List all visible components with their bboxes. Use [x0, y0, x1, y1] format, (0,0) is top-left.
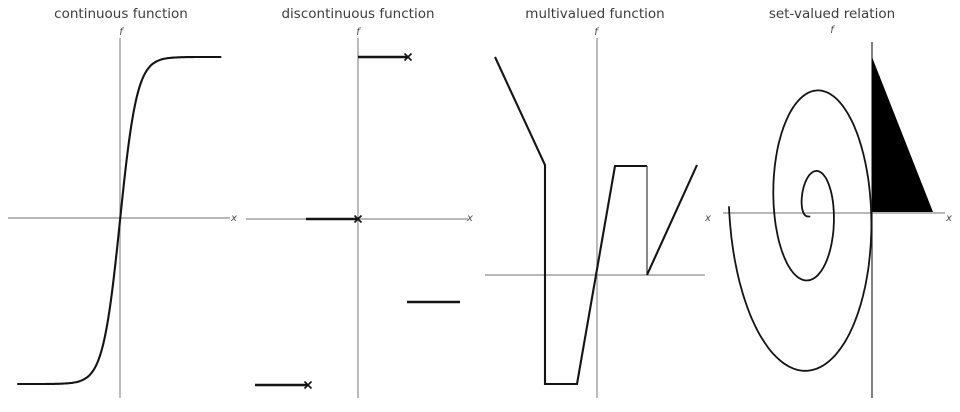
multivalued-branch-2	[646, 164, 698, 276]
panel-title-discontinuous: discontinuous function	[281, 6, 435, 22]
multivalued-branch-0	[494, 56, 647, 386]
y-axis-label-discontinuous: f	[356, 27, 360, 38]
x-axis-label-continuous: x	[231, 213, 237, 224]
excluded-endpoint-marker-1	[353, 214, 363, 224]
filled-triangle-region	[872, 57, 933, 212]
excluded-endpoint-marker-0	[403, 52, 413, 62]
excluded-endpoint-marker-3	[303, 380, 313, 390]
panel-title-multivalued: multivalued function	[525, 6, 665, 22]
sigmoid-curve	[16, 55, 222, 386]
panel-title-continuous: continuous function	[54, 6, 188, 22]
y-axis-label-set-valued: f	[830, 25, 834, 36]
x-axis-label-multivalued: x	[705, 213, 711, 224]
panel-title-set-valued: set-valued relation	[768, 6, 896, 22]
y-axis-label-multivalued: f	[594, 27, 598, 38]
y-axis-label-continuous: f	[119, 27, 123, 38]
x-axis-label-discontinuous: x	[467, 213, 473, 224]
x-axis-label-set-valued: x	[946, 213, 952, 224]
spiral-curve	[728, 89, 873, 372]
